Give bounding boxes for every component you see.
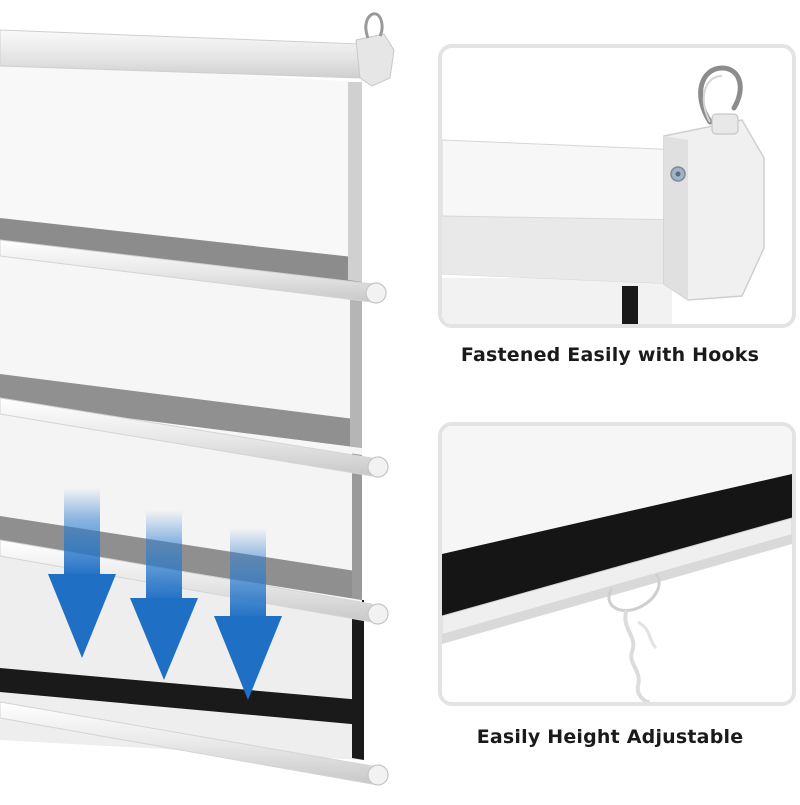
bottom-rod-2 — [0, 397, 389, 478]
height-caption: Easily Height Adjustable — [476, 726, 744, 748]
hook-icon — [698, 65, 743, 135]
hooks-caption: Fastened Easily with Hooks — [460, 344, 760, 366]
screen-stages-svg — [0, 12, 395, 786]
hook-icon — [364, 12, 384, 39]
bottom-rod-1 — [0, 239, 387, 304]
screen-stage-1 — [0, 62, 362, 295]
height-detail-panel — [438, 422, 796, 706]
hook-detail-panel — [438, 44, 796, 328]
height-detail-image — [442, 426, 792, 702]
screen-housing — [0, 12, 395, 87]
down-arrow-icon — [214, 528, 282, 700]
hook-detail-image — [442, 48, 792, 324]
down-arrow-icon — [130, 510, 198, 680]
bottom-rod-4 — [0, 701, 389, 786]
screen-stages-illustration — [0, 12, 395, 786]
down-arrow-icon — [48, 488, 116, 658]
pull-cord-icon — [607, 573, 661, 702]
screen-stage-2 — [0, 240, 362, 455]
